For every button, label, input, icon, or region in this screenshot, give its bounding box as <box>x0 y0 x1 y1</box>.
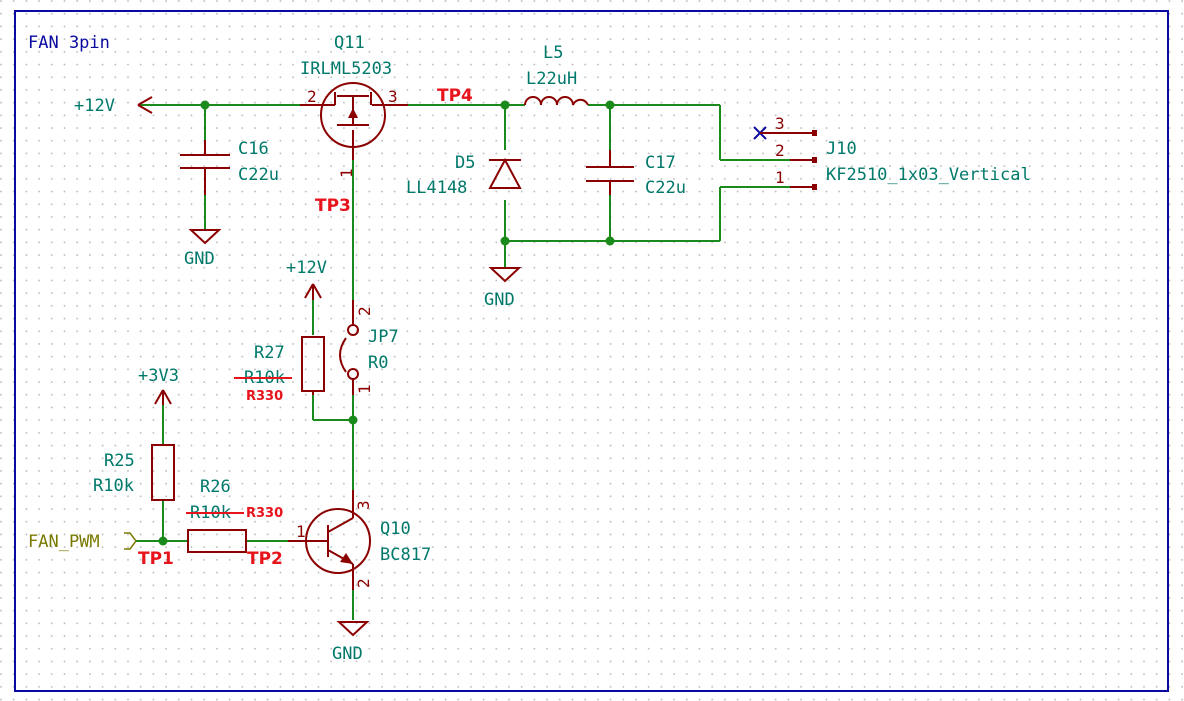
testpoint-tp4: TP4 <box>437 86 473 106</box>
jp7-ref: JP7 <box>368 327 399 347</box>
mosfet-q11: 2 3 1 Q11 IRLML5203 <box>300 33 408 178</box>
j10-ref: J10 <box>826 139 857 159</box>
l5-value: L22uH <box>526 69 577 89</box>
resistor-r27: R27 R10k R330 <box>234 336 325 404</box>
sheet-border <box>14 10 1169 692</box>
q10-pin-collector: 3 <box>354 500 373 510</box>
r25-value: R10k <box>93 476 134 496</box>
resistor-r26: R26 R10k R330 <box>186 477 283 553</box>
q11-ref: Q11 <box>334 33 365 53</box>
testpoint-tp3: TP3 <box>315 196 351 216</box>
power-12v-top: +12V <box>74 96 153 116</box>
l5-ref: L5 <box>543 43 563 63</box>
d5-value: LL4148 <box>406 178 467 198</box>
testpoint-tp2: TP2 <box>247 549 283 569</box>
diode-d5: D5 LL4148 <box>406 153 522 198</box>
r25-ref: R25 <box>104 451 135 471</box>
jumper-jp7: 2 1 JP7 R0 <box>339 300 399 395</box>
power-12v-mid: +12V <box>286 258 327 300</box>
j10-pin2: 2 <box>775 141 785 160</box>
gnd-label-q10: GND <box>332 644 363 664</box>
j10-pin1: 1 <box>775 168 785 187</box>
q10-pin-emitter: 2 <box>354 578 373 588</box>
q10-ref: Q10 <box>380 519 411 539</box>
power-label-12v-mid: +12V <box>286 258 327 278</box>
transistor-q10: 1 3 2 Q10 BC817 <box>288 490 431 590</box>
q11-pin-source: 2 <box>307 87 317 106</box>
power-label-3v3: +3V3 <box>138 366 179 386</box>
q10-pin-base: 1 <box>296 522 306 541</box>
power-3v3: +3V3 <box>138 366 179 405</box>
j10-value: KF2510_1x03_Vertical <box>826 165 1031 185</box>
resistor-r25: R25 R10k <box>93 444 175 501</box>
capacitor-c17: C17 C22u <box>586 150 686 198</box>
fan-pwm-label: FAN_PWM <box>28 532 100 552</box>
inductor-l5: L5 L22uH <box>524 43 589 106</box>
gnd-label-c16: GND <box>184 249 215 269</box>
r27-override: R330 <box>246 389 283 404</box>
junctions <box>158 100 615 546</box>
gnd-d5: GND <box>484 267 522 310</box>
r26-override: R330 <box>246 506 283 521</box>
connector-j10: 3 2 1 J10 KF2510_1x03_Vertical <box>753 114 1031 190</box>
q11-value: IRLML5203 <box>300 59 392 79</box>
gnd-q10: GND <box>332 621 370 664</box>
testpoint-tp1: TP1 <box>138 549 174 569</box>
r27-ref: R27 <box>254 343 285 363</box>
c17-ref: C17 <box>645 153 676 173</box>
q10-value: BC817 <box>380 545 431 565</box>
sheet-title: FAN 3pin <box>28 33 110 53</box>
gnd-c16: GND <box>184 229 222 269</box>
j10-pin3: 3 <box>775 114 785 133</box>
r26-ref: R26 <box>200 477 231 497</box>
jp7-pin1: 1 <box>355 384 374 394</box>
c16-ref: C16 <box>238 139 269 159</box>
jp7-value: R0 <box>368 353 388 373</box>
q11-pin-gate: 1 <box>337 168 356 178</box>
d5-ref: D5 <box>455 153 475 173</box>
capacitor-c16: C16 C22u <box>180 139 279 195</box>
jp7-pin2: 2 <box>355 306 374 316</box>
q11-pin-drain: 3 <box>388 87 398 106</box>
c17-value: C22u <box>645 178 686 198</box>
netlabel-fan-pwm: FAN_PWM <box>28 532 137 552</box>
c16-value: C22u <box>238 165 279 185</box>
gnd-label-d5: GND <box>484 290 515 310</box>
power-label-12v-top: +12V <box>74 96 115 116</box>
